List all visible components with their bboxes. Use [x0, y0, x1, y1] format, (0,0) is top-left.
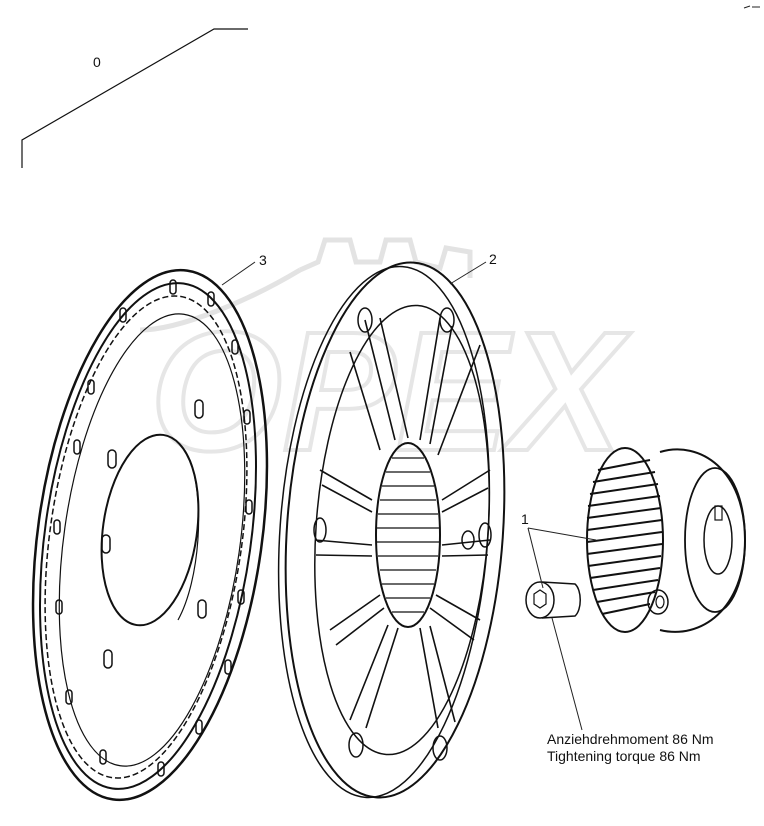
flexplate-leader: [221, 261, 256, 286]
flexplate-disc: 3: [31, 252, 269, 802]
hub-spline-bore: [375, 442, 441, 628]
hub-inner-ring: [314, 304, 490, 756]
watermark-gear-outline: [139, 237, 473, 333]
assembly-callout: 0: [21, 28, 248, 168]
watermark-logo: OPEX: [139, 237, 633, 489]
torque-note-german: Anziehdrehmoment 86 Nm: [547, 731, 714, 747]
gear-hub-leader-1: [527, 527, 597, 541]
torque-note-leader: [551, 617, 583, 731]
flexplate-outer-holes: [53, 279, 253, 777]
gear-hub: 1: [521, 447, 747, 731]
gear-teeth-ring: [586, 447, 664, 633]
gear-hub-keyway: [714, 505, 723, 521]
callout-label-1: 1: [521, 511, 529, 527]
flexplate-rim-inner-2: [44, 295, 248, 779]
hub-spokes: [314, 317, 491, 729]
socket-head-screw: [525, 581, 581, 619]
hub-leader: [449, 261, 487, 285]
coupling-hub-wheel: 2: [277, 251, 506, 799]
flexplate-bore-edge: [177, 459, 200, 621]
flexplate-rim-inner-3: [58, 313, 246, 767]
hub-clamp-screw: [647, 589, 669, 615]
hub-spline-teeth: [377, 457, 439, 613]
assembly-leader-line: [21, 28, 248, 168]
gear-hub-face: [684, 467, 746, 613]
corner-mark: [743, 5, 760, 9]
torque-note-english: Tightening torque 86 Nm: [547, 748, 701, 764]
hub-bolt-bosses: [313, 307, 492, 761]
callout-label-2: 2: [489, 251, 497, 267]
callout-label-0: 0: [93, 54, 101, 70]
flexplate-center-bore: [100, 433, 200, 627]
gear-hub-leader-2: [527, 527, 544, 589]
flexplate-inner-holes: [101, 399, 207, 669]
gear-teeth: [586, 459, 663, 615]
callout-label-3: 3: [259, 252, 267, 268]
flexplate-rim-inner-1: [39, 282, 257, 790]
flexplate-outer-rim: [31, 268, 269, 802]
gear-hub-bore: [703, 505, 733, 575]
hub-clamp-screw-inner: [655, 595, 665, 609]
